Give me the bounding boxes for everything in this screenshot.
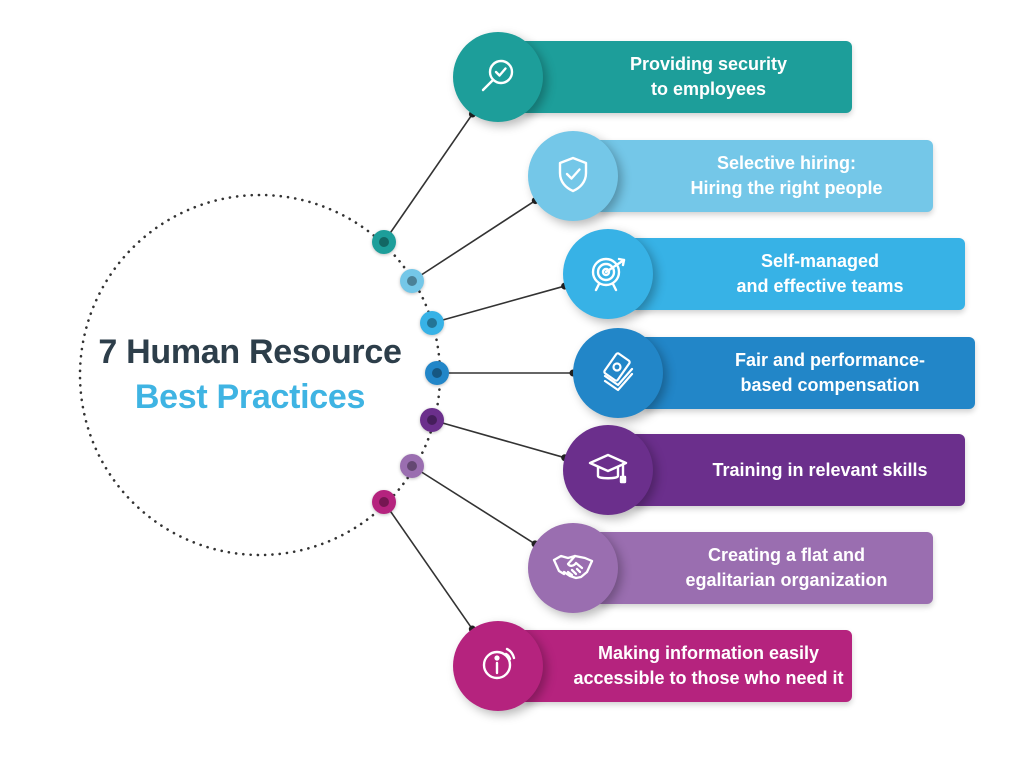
- connector-line-5: [431, 419, 565, 459]
- connector-line-1: [383, 113, 474, 243]
- connector-line-3: [431, 285, 565, 324]
- practice-bar-2: Selective hiring: Hiring the right peopl…: [600, 140, 933, 212]
- search-check-icon: [476, 53, 520, 102]
- practice-label-4: Fair and performance- based compensation: [734, 350, 926, 395]
- practice-bar-6: Creating a flat and egalitarian organiza…: [600, 532, 933, 604]
- practice-badge-4: [573, 328, 663, 418]
- practice-label-5: Training in relevant skills: [712, 459, 928, 480]
- title-line-2: Best Practices: [134, 378, 366, 416]
- practice-badge-6: [528, 523, 618, 613]
- practice-bar-4: Fair and performance- based compensation: [645, 337, 975, 409]
- circle-node-6: [400, 454, 424, 478]
- practice-badge-1: [453, 32, 543, 122]
- target-icon: [586, 250, 630, 299]
- connector-line-2: [411, 199, 536, 282]
- practice-badge-7: [453, 621, 543, 711]
- practice-bar-3: Self-managed and effective teams: [635, 238, 965, 310]
- circle-node-3: [420, 311, 444, 335]
- circle-node-7: [372, 490, 396, 514]
- practice-label-7: Making information easily accessible to …: [573, 643, 844, 688]
- circle-node-5: [420, 408, 444, 432]
- diagram-title: 7 Human Resource Best Practices: [60, 330, 440, 420]
- practice-label-1: Providing security to employees: [629, 54, 788, 99]
- practice-badge-5: [563, 425, 653, 515]
- info-icon: [476, 642, 520, 691]
- practice-bar-7: Making information easily accessible to …: [525, 630, 852, 702]
- graduation-cap-icon: [586, 446, 630, 495]
- connector-line-6: [411, 465, 536, 545]
- practice-badge-3: [563, 229, 653, 319]
- practice-bar-1: Providing security to employees: [525, 41, 852, 113]
- practice-bar-5: Training in relevant skills: [635, 434, 965, 506]
- shield-check-icon: [551, 152, 595, 201]
- circle-node-2: [400, 269, 424, 293]
- handshake-icon: [551, 544, 595, 593]
- practice-label-3: Self-managed and effective teams: [736, 251, 904, 296]
- circle-node-4: [425, 361, 449, 385]
- circle-node-1: [372, 230, 396, 254]
- title-line-1: 7 Human Resource: [98, 333, 402, 371]
- practice-badge-2: [528, 131, 618, 221]
- practice-label-6: Creating a flat and egalitarian organiza…: [685, 545, 888, 590]
- money-icon: [596, 349, 640, 398]
- practice-label-2: Selective hiring: Hiring the right peopl…: [690, 153, 883, 198]
- connector-line-7: [383, 501, 473, 630]
